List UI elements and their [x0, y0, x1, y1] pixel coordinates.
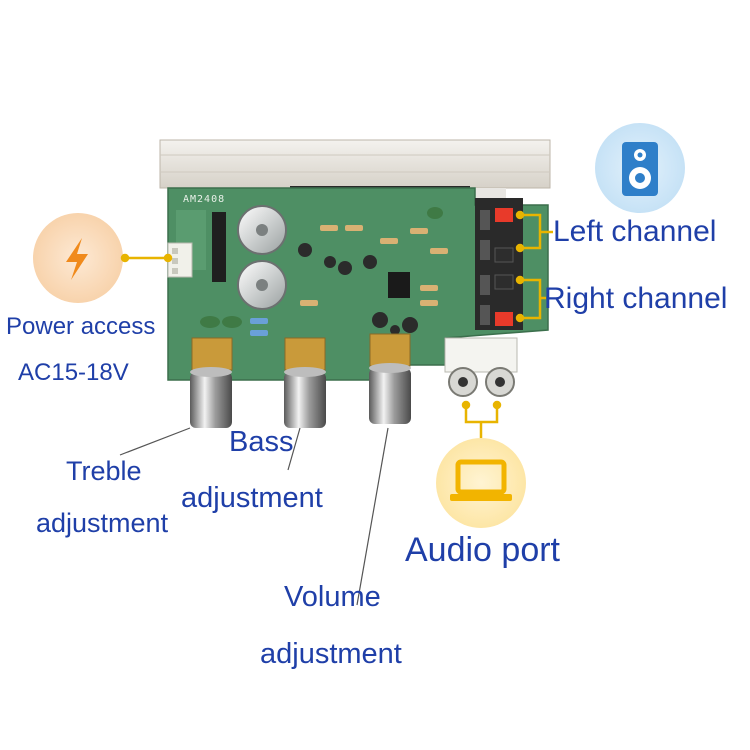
speaker-icon-badge [595, 123, 685, 213]
rca-audio-jacks [444, 337, 518, 397]
speaker-icon [622, 142, 658, 196]
lightning-bolt-icon [66, 238, 88, 280]
filter-capacitors [237, 205, 287, 310]
treble-label: Treble [66, 456, 142, 486]
bass-adjustment-label: adjustment [181, 482, 323, 514]
laptop-icon-badge [436, 438, 526, 528]
callout-lines [120, 210, 553, 438]
audio-port-label: Audio port [405, 531, 560, 569]
right-channel-label: Right channel [544, 282, 728, 315]
volume-label: Volume [284, 581, 381, 613]
power-access-label: Power access [6, 313, 156, 340]
regulator-chip [212, 212, 226, 282]
pointer-lines [119, 427, 389, 606]
bass-knob [284, 337, 326, 428]
laptop-icon [450, 459, 512, 501]
power-connector [167, 242, 193, 278]
volume-adjustment-label: adjustment [260, 638, 402, 670]
small-components [200, 207, 448, 336]
board-silkscreen: AM2408 [183, 194, 226, 205]
left-channel-label: Left channel [553, 215, 717, 248]
power-icon-badge [33, 213, 123, 303]
treble-knob [190, 337, 233, 428]
opamp-chip [388, 272, 410, 298]
bass-label: Bass [229, 426, 294, 458]
volume-knob [369, 333, 411, 424]
speaker-terminals [475, 198, 523, 330]
treble-adjustment-label: adjustment [36, 508, 169, 538]
power-voltage-label: AC15-18V [18, 359, 129, 386]
